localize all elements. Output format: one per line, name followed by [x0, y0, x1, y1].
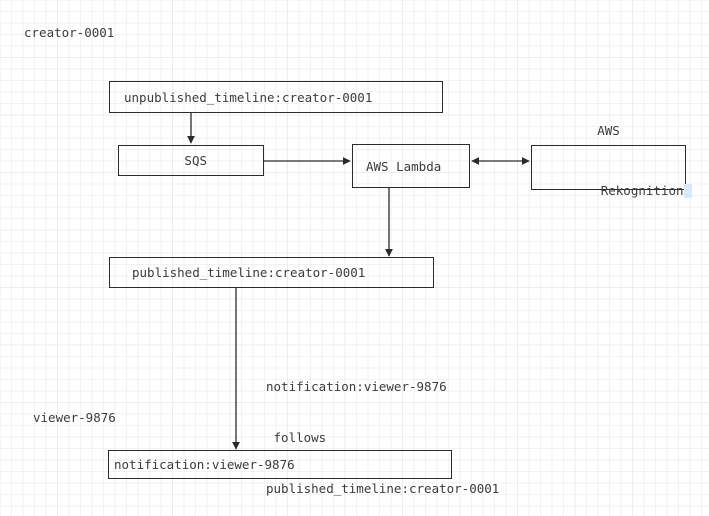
node-notification-viewer-label: notification:viewer-9876 — [114, 457, 295, 472]
edge-label-line-2: follows — [266, 430, 327, 445]
node-aws-rekognition[interactable]: AWS Rekognition — [531, 123, 692, 198]
node-unpublished-timeline-label: unpublished_timeline:creator-0001 — [124, 89, 373, 105]
node-notification-viewer[interactable]: notification:viewer-9876 — [108, 450, 452, 479]
node-unpublished-timeline[interactable]: unpublished_timeline:creator-0001 — [109, 81, 443, 113]
node-sqs-label: SQS — [184, 153, 207, 168]
edge-label-line-1: notification:viewer-9876 — [266, 379, 447, 394]
node-aws-lambda[interactable]: AWS Lambda — [352, 144, 470, 188]
text-caret-icon — [683, 183, 692, 198]
node-published-timeline-label: published_timeline:creator-0001 — [132, 265, 366, 280]
node-aws-rekognition-label-line2: Rekognition — [600, 182, 684, 198]
node-published-timeline[interactable]: published_timeline:creator-0001 — [109, 257, 434, 288]
node-aws-lambda-label: AWS Lambda — [366, 158, 442, 174]
zone-label-viewer: viewer-9876 — [33, 410, 116, 425]
edge-label-follows-relation: notification:viewer-9876 follows publish… — [266, 344, 499, 516]
zone-label-creator: creator-0001 — [24, 25, 115, 40]
node-sqs[interactable]: SQS — [118, 145, 264, 176]
node-aws-rekognition-label-line1: AWS — [597, 122, 620, 138]
edge-label-line-3: published_timeline:creator-0001 — [266, 481, 500, 496]
